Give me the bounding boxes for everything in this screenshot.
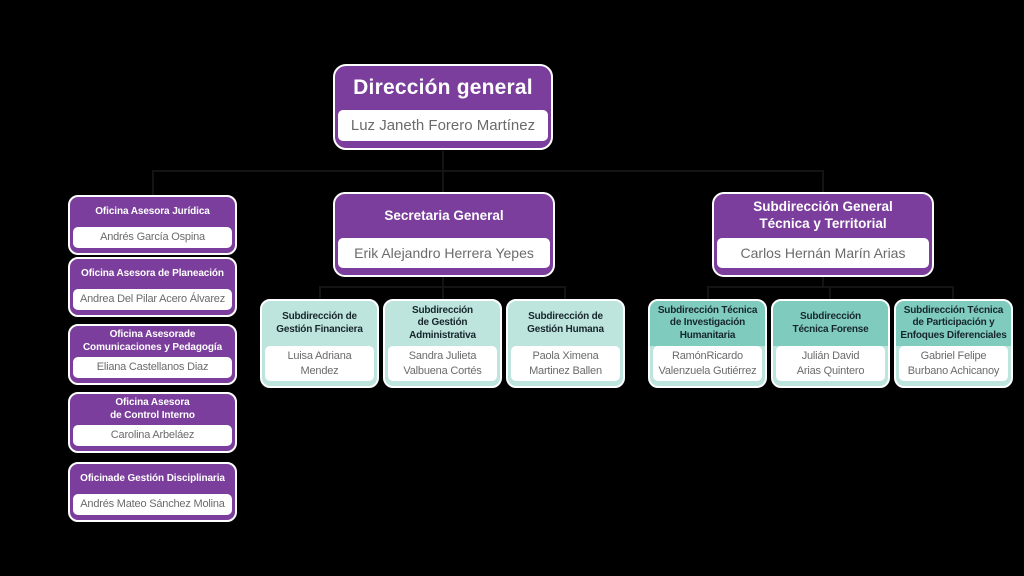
connector-line <box>442 170 444 192</box>
box-title: Secretaria General <box>384 207 504 223</box>
box-person-name: Erik Alejandro Herrera Yepes <box>338 238 550 268</box>
org-box-tecnica-forense: Subdirección Técnica Forense Julián Davi… <box>771 299 890 388</box>
connector-line <box>822 276 824 287</box>
box-person-name: Andrea Del Pilar Acero Álvarez <box>73 289 232 310</box>
connector-line <box>707 286 709 299</box>
org-box-investigacion-humanitaria: Subdirección Técnica de Investigación Hu… <box>648 299 767 388</box>
org-box-oficina-disciplinaria: Oficinade Gestión Disciplinaria Andrés M… <box>68 462 237 522</box>
org-box-oficina-control-interno: Oficina Asesora de Control Interno Carol… <box>68 392 237 453</box>
box-person-name: RamónRicardo Valenzuela Gutiérrez <box>653 346 762 381</box>
box-person-name: Andrés Mateo Sánchez Molina <box>73 494 232 515</box>
box-person-name: Luz Janeth Forero Martínez <box>338 110 548 141</box>
connector-line <box>952 286 954 299</box>
box-person-name: Luisa Adriana Mendez <box>265 346 374 381</box>
box-title: Subdirección de Gestión Financiera <box>276 311 363 335</box>
org-box-subdireccion-general-tecnica: Subdirección General Técnica y Territori… <box>712 192 934 277</box>
box-title: Oficina Asesorade Comunicaciones y Pedag… <box>82 329 223 353</box>
org-box-gestion-financiera: Subdirección de Gestión Financiera Luisa… <box>260 299 379 388</box>
box-title: Oficina Asesora de Control Interno <box>110 397 195 421</box>
org-box-gestion-administrativa: Subdirección de Gestión Administrativa S… <box>383 299 502 388</box>
box-title: Subdirección de Gestión Administrativa <box>409 304 476 341</box>
connector-line <box>442 286 444 299</box>
box-person-name: Eliana Castellanos Diaz <box>73 357 232 378</box>
org-box-secretaria-general: Secretaria General Erik Alejandro Herrer… <box>333 192 555 277</box>
box-title: Oficina Asesora de Planeación <box>81 267 224 279</box>
connector-line <box>442 276 444 287</box>
box-person-name: Andrés García Ospina <box>73 227 232 248</box>
box-title: Subdirección Técnica de Investigación Hu… <box>650 301 765 346</box>
connector-line <box>829 286 831 299</box>
connector-line <box>442 151 444 172</box>
connector-line <box>822 170 824 192</box>
connector-line <box>152 170 824 172</box>
org-box-oficina-planeacion: Oficina Asesora de Planeación Andrea Del… <box>68 257 237 317</box>
connector-line <box>564 286 566 299</box>
org-box-direccion-general: Dirección general Luz Janeth Forero Mart… <box>333 64 553 150</box>
box-person-name: Carlos Hernán Marín Arias <box>717 238 929 268</box>
box-title: Subdirección Técnica de Participación y … <box>896 301 1011 346</box>
box-title: Subdirección General Técnica y Territori… <box>753 199 893 231</box>
box-title: Dirección general <box>353 75 533 99</box>
box-person-name: Paola Ximena Martinez Ballen <box>511 346 620 381</box>
box-title: Subdirección Técnica Forense <box>773 301 888 346</box>
org-box-participacion-enfoques: Subdirección Técnica de Participación y … <box>894 299 1013 388</box>
box-person-name: Sandra Julieta Valbuena Cortés <box>388 346 497 381</box>
box-title: Subdirección de Gestión Humana <box>527 311 604 335</box>
box-person-name: Carolina Arbeláez <box>73 425 232 446</box>
box-title: Oficinade Gestión Disciplinaria <box>80 472 225 484</box>
box-person-name: Julián David Arias Quintero <box>776 346 885 381</box>
org-box-oficina-comunicaciones: Oficina Asesorade Comunicaciones y Pedag… <box>68 324 237 385</box>
connector-line <box>319 286 321 299</box>
connector-line <box>152 170 154 195</box>
box-person-name: Gabriel Felipe Burbano Achicanoy <box>899 346 1008 381</box>
org-box-gestion-humana: Subdirección de Gestión Humana Paola Xim… <box>506 299 625 388</box>
org-box-oficina-juridica: Oficina Asesora Jurídica Andrés García O… <box>68 195 237 255</box>
box-title: Oficina Asesora Jurídica <box>95 205 210 217</box>
